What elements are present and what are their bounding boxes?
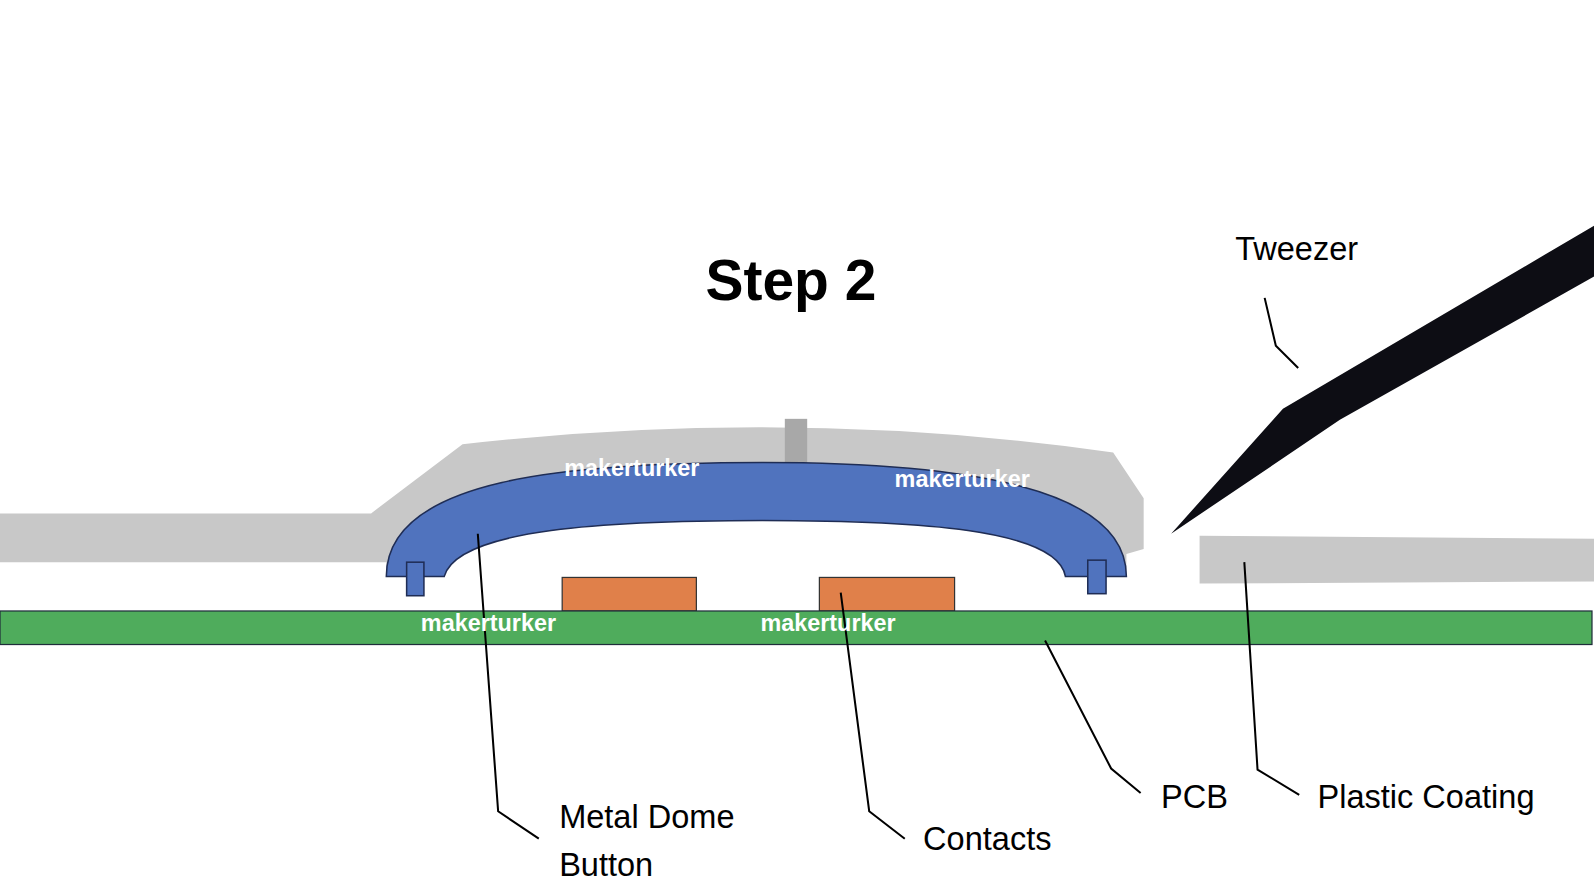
- coating-seam: [785, 419, 807, 466]
- tweezer: [1171, 226, 1594, 534]
- plastic-coating-right: [1200, 536, 1594, 584]
- watermark: makerturker: [421, 610, 556, 638]
- plastic-coating: [0, 427, 1144, 576]
- metal-dome: [386, 463, 1126, 577]
- part-label: Metal Dome Button: [559, 792, 778, 890]
- part-label: Plastic Coating: [1318, 778, 1535, 817]
- part-label: Contacts: [923, 819, 1051, 858]
- leader-lines: [478, 298, 1299, 839]
- dome-pin: [1088, 560, 1106, 594]
- part-label: PCB: [1161, 778, 1228, 817]
- contact: [819, 577, 954, 611]
- watermark: makerturker: [564, 454, 699, 482]
- dome-pin: [407, 562, 424, 596]
- contact: [562, 577, 696, 611]
- part-label: Tweezer: [1235, 230, 1358, 269]
- watermark: makerturker: [895, 466, 1030, 494]
- watermark: makerturker: [760, 610, 895, 638]
- diagram-title: Step 2: [705, 246, 876, 314]
